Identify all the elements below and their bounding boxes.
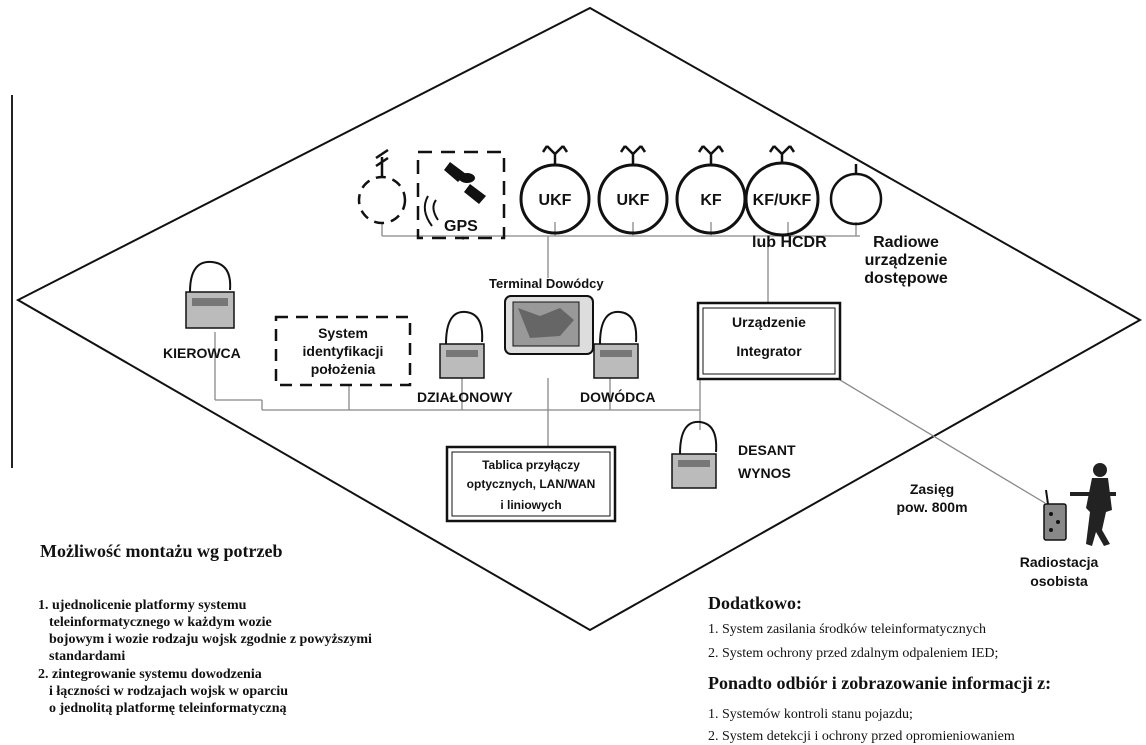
svg-text:dostępowe: dostępowe [864,270,948,287]
antenna-access [829,164,883,226]
right-item-1: 1. System zasilania środków teleinformat… [708,622,986,637]
left-item-2b: i łączności w rodzajach wojsk w oparciu [49,684,289,699]
lub-hcdr-label: lub HCDR [752,234,827,251]
left-item-1c: bojowym i wozie rodzaju wojsk zgodnie z … [49,632,372,647]
dowodca-label: DOWÓDCA [580,388,655,405]
svg-text:położenia: położenia [311,361,376,377]
antenna-ukf-1: UKF [519,145,591,235]
right-block-title-2: Ponadto odbiór i zobrazowanie informacji… [708,673,1052,693]
vehicle-diamond-outline [15,6,1143,632]
gps-label: GPS [444,218,478,235]
kf-label: KF [700,192,722,209]
commander-terminal: Terminal Dowódcy [489,276,604,355]
ukf-label-1: UKF [539,192,572,209]
personal-radio-label: Radiostacja osobista [1020,554,1099,589]
system-identification-box: System identyfikacji położenia [274,315,412,387]
connector-panel-box: Tablica przyłączy optycznych, LAN/WAN i … [445,445,617,523]
svg-text:pow. 800m: pow. 800m [896,499,967,515]
svg-text:identyfikacji: identyfikacji [303,343,384,359]
wynos-label: WYNOS [738,465,791,481]
gps-box: GPS [416,150,506,240]
headset-device-kierowca: KIEROWCA [163,260,241,361]
headset-device-dzialonowy: DZIAŁONOWY [417,310,513,405]
left-block-title: Możliwość montażu wg potrzeb [40,541,283,561]
terminal-label: Terminal Dowódcy [489,276,604,291]
antenna-kf-ukf: KF/UKF lub HCDR [744,145,827,251]
left-item-2: 2. zintegrowanie systemu dowodzenia [38,667,262,682]
kf-ukf-label: KF/UKF [753,192,812,209]
ukf-label-2: UKF [617,192,650,209]
antenna-dashed [357,148,407,225]
svg-text:System: System [318,325,368,341]
left-item-2c: o jednolitą platformę teleinformatyczną [49,701,287,716]
svg-text:urządzenie: urządzenie [865,252,948,269]
access-device-label: Radiowe urządzenie dostępowe [864,234,948,287]
integrator-box: Urządzenie Integrator [696,301,842,381]
soldier-icon [1070,463,1116,546]
svg-text:Urządzenie: Urządzenie [732,314,806,330]
right-item-2: 2. System ochrony przed zdalnym odpaleni… [708,646,999,661]
kierowca-label: KIEROWCA [163,345,241,361]
left-item-1b: teleinformatycznego w każdym wozie [49,615,272,630]
range-label: Zasięg pow. 800m [896,481,967,515]
right-block-title: Dodatkowo: [708,593,803,613]
svg-text:Radiowe: Radiowe [873,234,939,251]
dzialonowy-label: DZIAŁONOWY [417,389,513,405]
svg-text:Radiostacja: Radiostacja [1020,554,1099,570]
antenna-ukf-2: UKF [597,145,669,235]
svg-text:i liniowych: i liniowych [500,498,561,512]
svg-text:optycznych, LAN/WAN: optycznych, LAN/WAN [467,477,596,491]
satellite-icon [423,162,486,227]
svg-text:Zasięg: Zasięg [910,481,954,497]
connection-lines [214,222,1046,504]
left-item-1: 1. ujednolicenie platformy systemu [38,598,247,613]
svg-text:Integrator: Integrator [736,343,802,359]
right-item-4: 2. System detekcji i ochrony przed oprom… [708,729,1015,744]
svg-text:osobista: osobista [1030,573,1088,589]
personal-radio [1043,489,1067,541]
antenna-kf: KF [675,145,747,235]
svg-text:Tablica przyłączy: Tablica przyłączy [482,458,580,472]
headset-device-dowodca: DOWÓDCA [580,310,655,405]
headset-device-desant: DESANT WYNOS [671,420,796,489]
right-item-3: 1. Systemów kontroli stanu pojazdu; [708,707,913,722]
left-item-1d: standardami [49,649,126,664]
desant-label: DESANT [738,442,796,458]
